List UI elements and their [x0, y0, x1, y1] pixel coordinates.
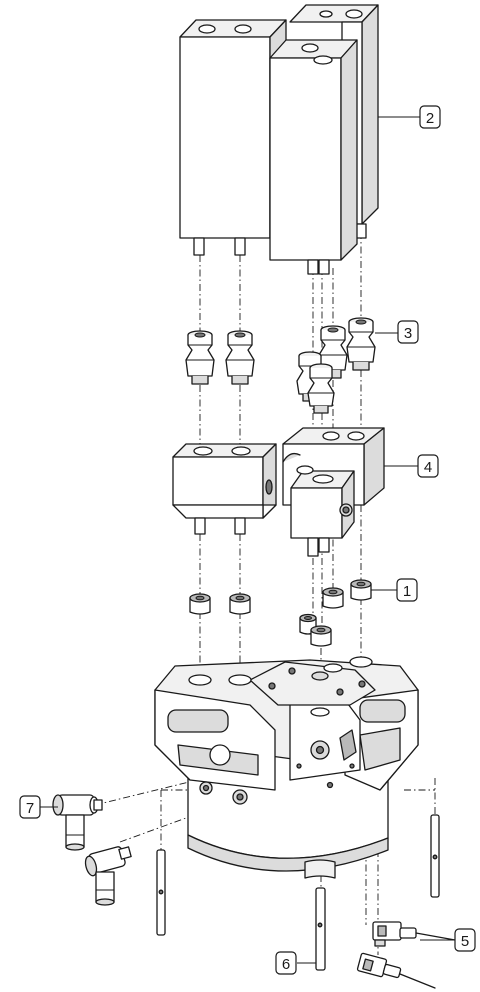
magnetic-sensor-lower: [356, 952, 436, 989]
callout-3-text: 3: [404, 325, 412, 342]
adapter-plate-left: [172, 443, 277, 535]
callout-leaders: [40, 116, 455, 964]
valve-block-front: [269, 39, 358, 275]
proximity-sensor-center: [315, 887, 326, 971]
callout-7: 7: [19, 795, 41, 819]
bushing-6: [310, 625, 332, 647]
callout-1-text: 1: [403, 583, 411, 600]
push-in-fitting-left-b: [225, 330, 255, 385]
callout-6-text: 6: [282, 956, 290, 973]
gripper-body: [154, 656, 419, 879]
elbow-fitting-upper: [52, 794, 103, 851]
magnetic-sensor-upper: [372, 921, 456, 947]
bushing-2: [229, 593, 251, 615]
callout-5-text: 5: [461, 933, 469, 950]
callout-4: 4: [417, 454, 439, 478]
proximity-sensor-left: [156, 849, 166, 936]
elbow-fitting-lower: [84, 846, 132, 906]
bushing-4: [322, 587, 344, 609]
callout-1: 1: [396, 578, 418, 602]
bushing-5: [299, 613, 317, 635]
proximity-sensor-right: [430, 814, 440, 898]
callout-5: 5: [454, 928, 476, 952]
callout-6: 6: [275, 951, 297, 975]
bushing-set: [189, 579, 372, 647]
push-in-fitting-right-d: [307, 363, 335, 414]
callout-4-text: 4: [424, 459, 432, 476]
bushing-3: [350, 579, 372, 601]
callout-3: 3: [397, 320, 419, 344]
callout-2-text: 2: [426, 110, 434, 127]
callout-7-text: 7: [26, 800, 34, 817]
adapter-plate-right-front: [290, 465, 355, 557]
push-in-fitting-right-b: [346, 317, 376, 371]
callout-2: 2: [419, 105, 441, 129]
push-in-fitting-left-a: [185, 330, 215, 385]
bushing-1: [189, 593, 211, 615]
